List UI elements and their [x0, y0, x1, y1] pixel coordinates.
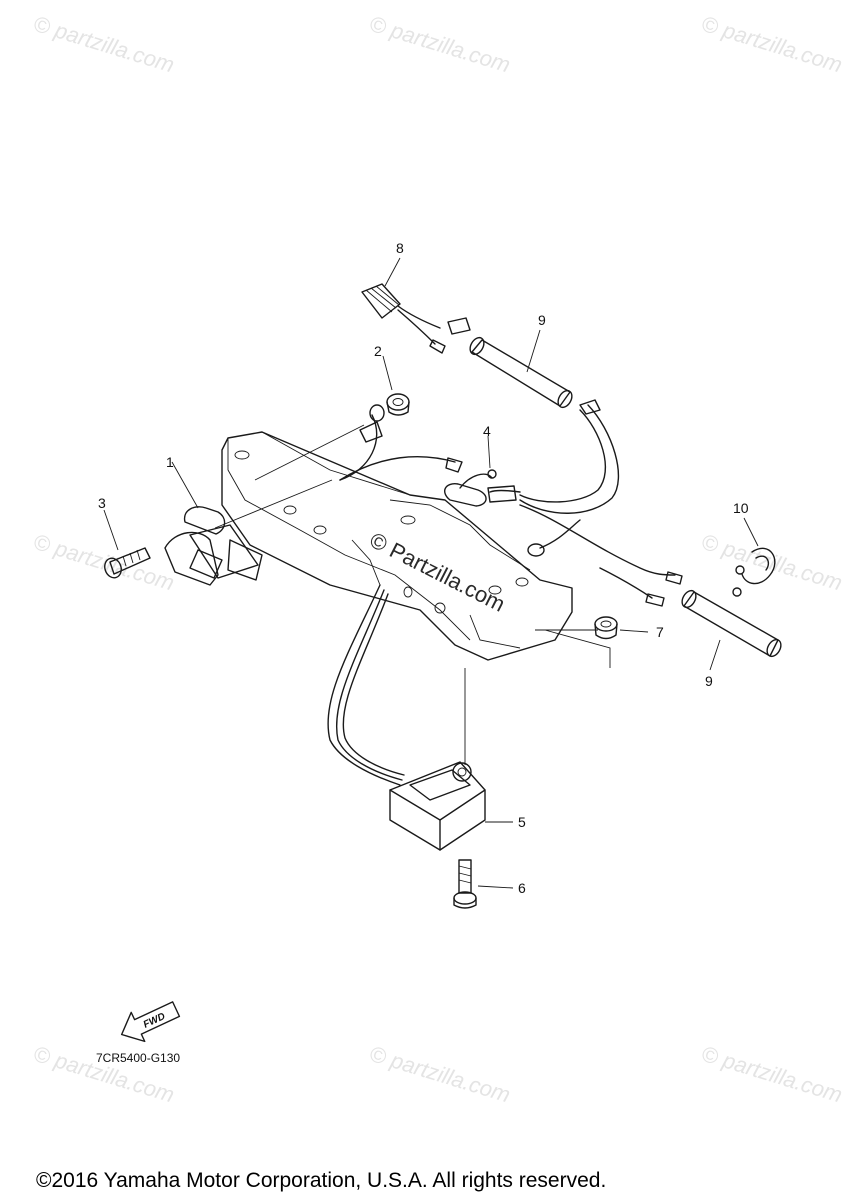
callout-9-lower: 9 — [705, 673, 713, 689]
part-5-ignition-unit — [389, 761, 513, 851]
callout-6: 6 — [518, 880, 526, 896]
part-8-connector — [361, 257, 471, 354]
part-2-grommet — [382, 355, 410, 416]
callouts: 1 2 3 4 5 6 7 8 9 9 10 — [98, 240, 749, 896]
wiring-harness — [327, 399, 683, 786]
watermark: © partzilla.com — [367, 11, 514, 78]
callout-1: 1 — [166, 454, 174, 470]
callout-7: 7 — [656, 624, 664, 640]
callout-3: 3 — [98, 495, 106, 511]
part-3-screw — [103, 509, 151, 579]
part-4-clamp — [444, 435, 497, 507]
part-10-clip — [732, 517, 776, 597]
watermark: © partzilla.com — [31, 11, 178, 78]
part-9-tube-upper — [469, 329, 573, 409]
callout-4: 4 — [483, 423, 491, 439]
part-7-grommet — [594, 616, 649, 640]
fwd-arrow: FWD — [120, 1001, 181, 1043]
part-9-tube-lower — [681, 589, 782, 671]
callout-8: 8 — [396, 240, 404, 256]
part-1-switch — [164, 461, 263, 586]
callout-2: 2 — [374, 343, 382, 359]
watermark: © partzilla.com — [31, 529, 178, 596]
leader-lines — [214, 424, 611, 765]
callout-10: 10 — [733, 500, 749, 516]
watermark: © partzilla.com — [699, 1041, 843, 1108]
watermark: © partzilla.com — [699, 11, 843, 78]
copyright-notice: ©2016 Yamaha Motor Corporation, U.S.A. A… — [36, 1169, 606, 1192]
watermark: © partzilla.com — [699, 529, 843, 596]
watermark: © partzilla.com — [367, 1041, 514, 1108]
bracket-outline — [221, 431, 573, 661]
callout-5: 5 — [518, 814, 526, 830]
part-6-bolt — [453, 859, 514, 909]
callout-9-upper: 9 — [538, 312, 546, 328]
diagram-code: 7CR5400-G130 — [96, 1051, 180, 1065]
